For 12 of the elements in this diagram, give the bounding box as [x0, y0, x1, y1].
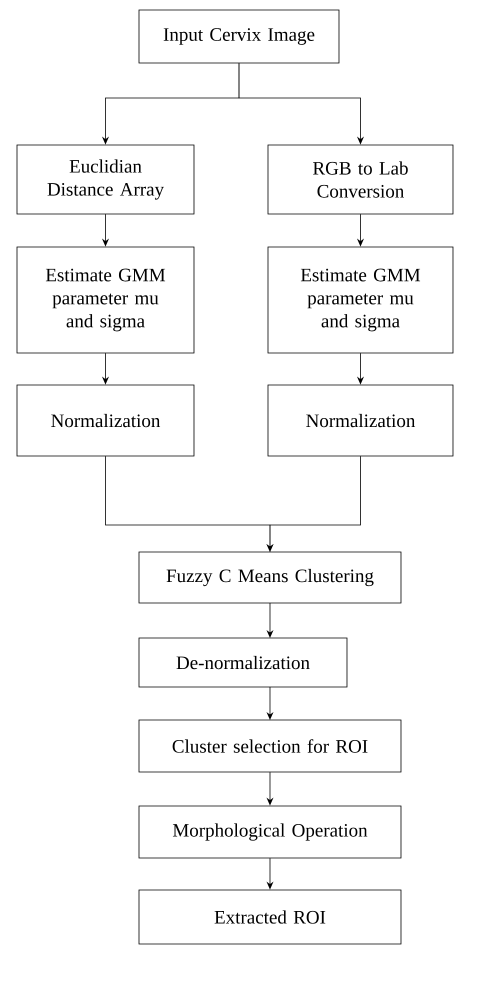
process-box: De-normalization — [138, 638, 348, 688]
process-box: Estimate GMM parameter mu and sigma — [16, 246, 194, 354]
process-box: Estimate GMM parameter mu and sigma — [268, 246, 454, 354]
process-box: Morphological Operation — [138, 806, 402, 858]
process-box: Normalization — [16, 384, 194, 456]
process-box: Extracted ROI — [138, 890, 402, 944]
process-box: Fuzzy C Means Clustering — [138, 552, 402, 604]
process-box: RGB to Lab Conversion — [268, 144, 454, 214]
process-box: Euclidian Distance Array — [16, 144, 194, 214]
process-box: Input Cervix Image — [138, 10, 340, 64]
process-box: Normalization — [268, 384, 454, 456]
process-box: Cluster selection for ROI — [138, 720, 402, 772]
